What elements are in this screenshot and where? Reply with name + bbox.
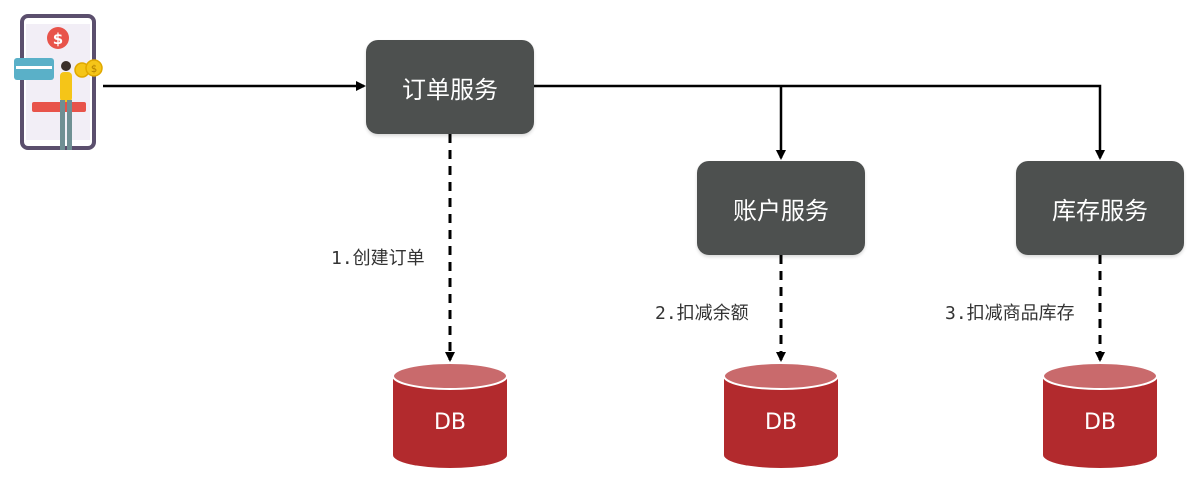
storage-db-label: DB: [1083, 410, 1117, 435]
order-db-label: DB: [433, 410, 467, 435]
order-db-cylinder: [392, 362, 508, 468]
step-create-order-label: 1.创建订单: [331, 248, 425, 269]
storage-service-box: 库存服务: [1016, 161, 1184, 255]
client-phone-icon: $ $: [14, 14, 103, 150]
order-service-label: 订单服务: [402, 75, 498, 104]
order-service-box: 订单服务: [366, 40, 534, 134]
step-deduct-balance-label: 2.扣减余额: [655, 303, 749, 324]
step-deduct-stock-label: 3.扣减商品库存: [945, 303, 1075, 324]
account-db-cylinder: [723, 362, 839, 468]
svg-text:$: $: [53, 30, 63, 48]
account-service-box: 账户服务: [697, 161, 865, 255]
account-db-label: DB: [764, 410, 798, 435]
account-service-label: 账户服务: [733, 196, 829, 225]
svg-text:$: $: [91, 64, 97, 75]
storage-service-label: 库存服务: [1052, 196, 1148, 225]
storage-db-cylinder: [1042, 362, 1158, 468]
order-to-storage-line: [534, 84, 1105, 160]
